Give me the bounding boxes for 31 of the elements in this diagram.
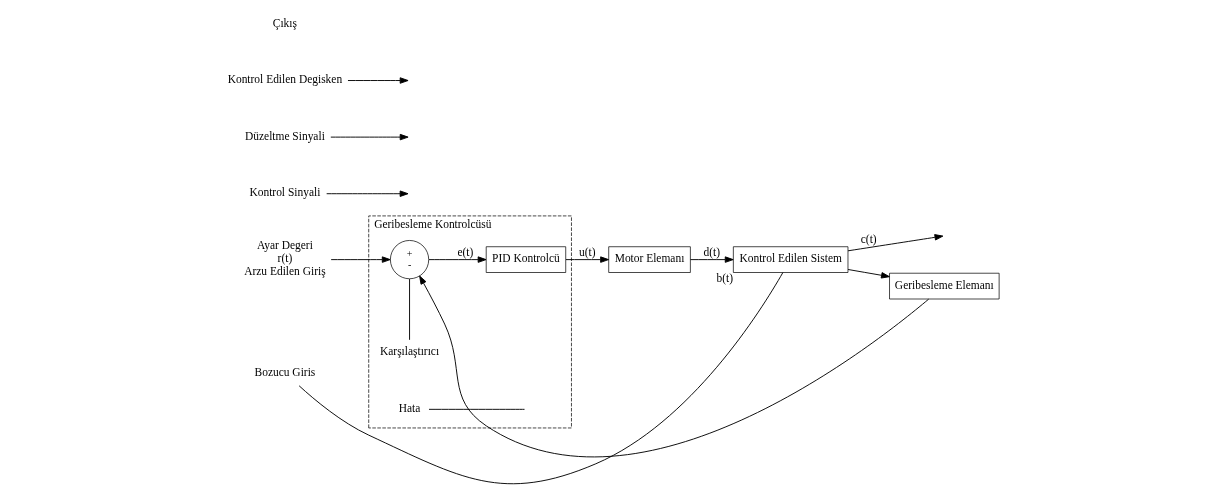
edge-label: d(t): [703, 245, 721, 258]
connector: [409, 278, 411, 341]
node-text: Karşılaştırıcı: [379, 345, 440, 358]
node-text: Düzeltme Sinyali: [244, 129, 325, 142]
edge-label: c(t): [860, 232, 877, 245]
node-box: PID Kontrolcü: [485, 246, 567, 273]
arrow: [565, 256, 609, 263]
arrow: [847, 234, 944, 252]
arrow: [428, 256, 487, 263]
arrow: [847, 269, 890, 279]
arrow: [690, 256, 734, 263]
node-box: Kontrol Edilen Sistem: [733, 246, 849, 273]
node-text: Ayar Degeri r(t) Arzu Edilen Giriş: [244, 239, 326, 278]
node-text: Hata: [398, 402, 421, 415]
connector: [298, 272, 784, 485]
node-box: Motor Elemanı: [608, 246, 691, 273]
connector: [428, 408, 525, 410]
node-text: Bozucu Giris: [254, 365, 316, 378]
arrow: [419, 275, 930, 457]
arrow: [326, 190, 409, 197]
node-label: b(t): [716, 271, 734, 284]
node-text: Kontrol Edilen Degisken: [227, 73, 343, 86]
edge-label: u(t): [578, 245, 596, 258]
arrow: [347, 77, 409, 84]
edge-label: e(t): [457, 245, 474, 258]
node-box: Geribesleme Elemanı: [889, 272, 1000, 300]
node-text: Kontrol Sinyali: [249, 186, 321, 199]
arrow: [330, 256, 391, 263]
node-circle: + -: [390, 240, 430, 280]
arrow: [330, 133, 409, 141]
label: Çıkış: [272, 16, 297, 29]
